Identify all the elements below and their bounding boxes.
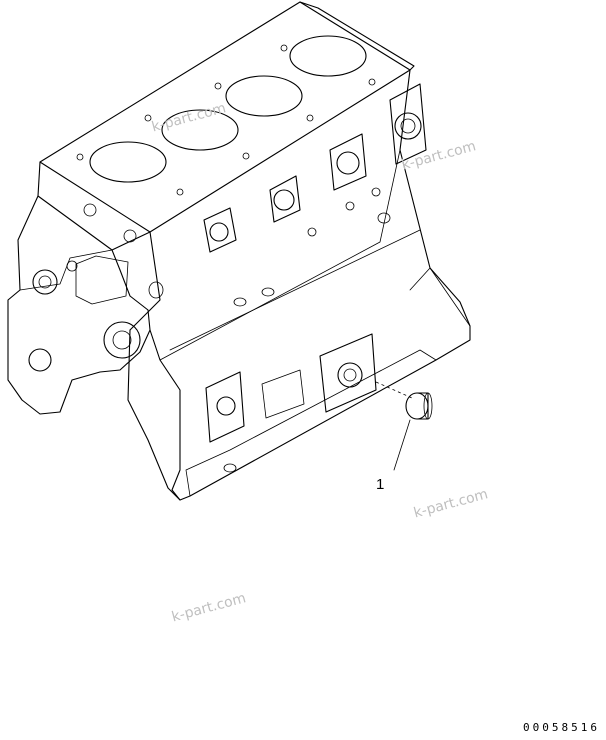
callout-leader-line — [393, 419, 411, 471]
drawing-number: 00058516 — [523, 721, 600, 734]
engine-block-icon — [7, 1, 471, 501]
plug-icon — [405, 392, 433, 420]
callout-label: 1 — [376, 476, 385, 493]
